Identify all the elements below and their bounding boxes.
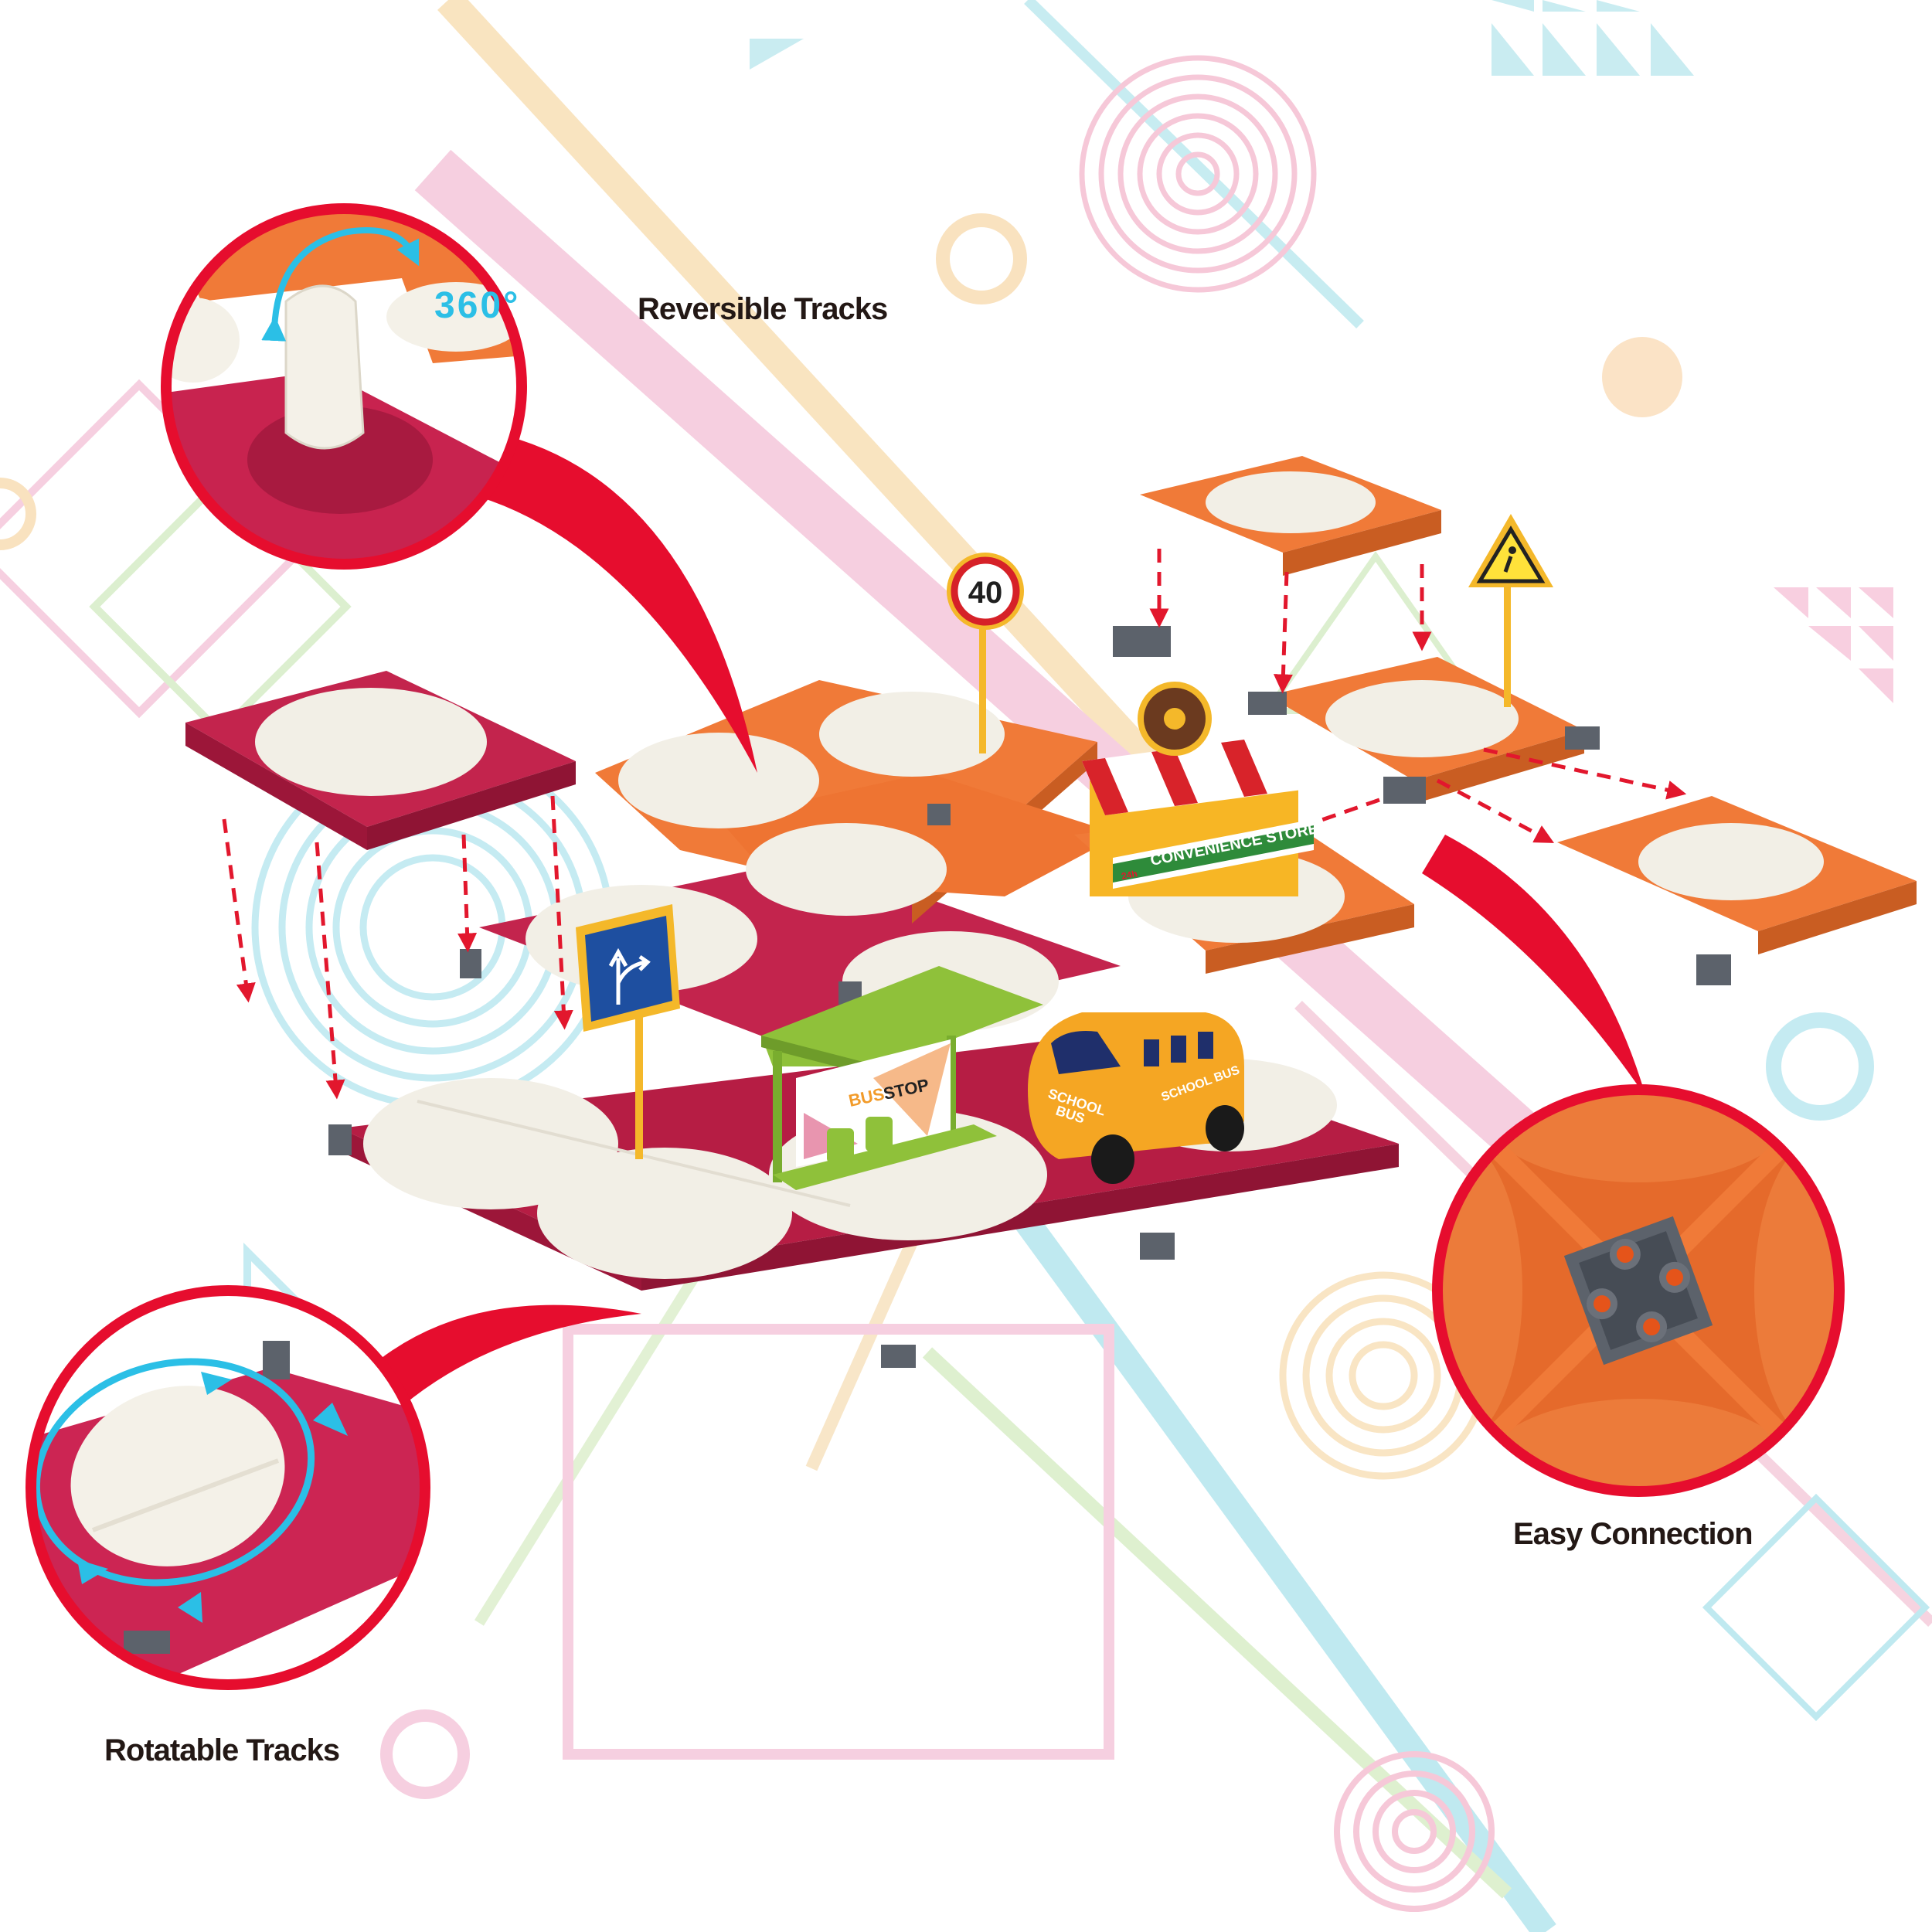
track-disc — [363, 1078, 618, 1209]
connector-block — [1565, 726, 1600, 750]
connector-block — [1248, 692, 1287, 715]
bg-ring-pink — [380, 1709, 470, 1799]
bg-stripe-green — [922, 1347, 1512, 1899]
bus-stop-shelter: BUS STOP — [761, 966, 1043, 1190]
callout-pointer — [379, 1304, 641, 1406]
rotate-360-arrow — [261, 227, 420, 342]
floating-orange-tile-right — [1557, 796, 1917, 985]
bg-ring-yellow — [936, 213, 1027, 304]
connector-block — [881, 1345, 916, 1368]
bg-dot-yellow — [1602, 337, 1682, 417]
bg-stripe-pink — [414, 149, 1564, 1180]
bg-rings-pink-bottom — [1334, 1751, 1495, 1912]
bg-ring-blue — [1766, 1012, 1874, 1121]
bg-stripe-yellow — [437, 0, 1170, 783]
direction-sign — [576, 904, 680, 1159]
bg-square-pink — [563, 1324, 1114, 1760]
bg-stripe-cyan — [1024, 0, 1364, 329]
bg-triangle-grid-pink — [1774, 587, 1893, 703]
track-disc — [537, 1148, 792, 1279]
connector-block-closeup — [1563, 1216, 1713, 1366]
connector-block — [460, 949, 481, 978]
callout-rotatable-tracks — [26, 1285, 641, 1690]
connector-block — [1140, 1233, 1175, 1260]
orange-tile-cluster — [595, 680, 1121, 923]
connector-block — [927, 804, 951, 825]
callout-easy-connection — [1422, 835, 1845, 1497]
school-bus: SCHOOL BUS SCHOOL BUS — [1028, 1012, 1244, 1184]
floating-crimson-tile-left — [185, 671, 576, 850]
speed-limit-sign: 40 — [947, 553, 1024, 753]
bg-rings-pink-top — [1079, 55, 1317, 293]
bg-triangle-grid-cyan — [750, 0, 1694, 76]
store-badge: 24h — [1121, 868, 1138, 882]
connector-block — [1696, 954, 1731, 985]
bg-ring-yellow-left — [0, 478, 36, 550]
orange-tile-right-connected — [1248, 657, 1600, 804]
rotatable-tracks-label: Rotatable Tracks — [104, 1733, 340, 1767]
convenience-store: CONVENIENCE STORE 24h — [1082, 682, 1320, 896]
callout-pointer — [471, 433, 757, 773]
callout-pointer — [1422, 835, 1646, 1097]
loose-connector-block — [1113, 626, 1171, 657]
connector-block — [1383, 777, 1426, 804]
rotate-arrow-ring — [32, 1358, 315, 1587]
connector-block — [328, 1124, 352, 1155]
callout-reversible-tracks — [161, 203, 757, 773]
pedestrian-crossing-sign — [1468, 514, 1553, 707]
reversible-tracks-label: Reversible Tracks — [638, 292, 888, 326]
floating-orange-tile-top — [1140, 456, 1441, 576]
rotation-360-label: 360° — [434, 285, 521, 326]
bg-diamond-blue — [1702, 1493, 1930, 1722]
assembly-arrows — [222, 549, 1687, 1100]
easy-connection-label: Easy Connection — [1513, 1517, 1753, 1551]
speed-sign-value: 40 — [968, 576, 1003, 610]
